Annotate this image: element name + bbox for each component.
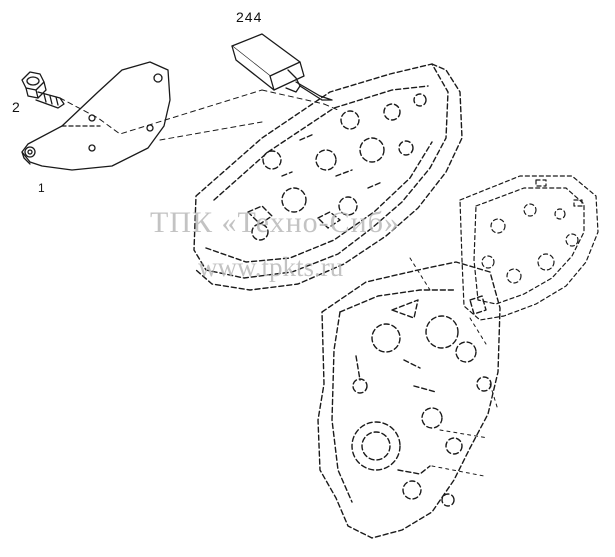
front-plate bbox=[317, 261, 501, 539]
sealant-tube-part-244 bbox=[231, 33, 333, 101]
callout-part-1: 1 bbox=[38, 181, 45, 195]
watermark-company: ТПК «Техно-Сиб» bbox=[150, 206, 400, 239]
bolt-part-2 bbox=[21, 71, 65, 109]
watermark-url: www.tpkts.ru bbox=[198, 252, 344, 282]
assembly-leader-lines bbox=[59, 89, 339, 141]
cover-plate-part-1 bbox=[21, 61, 171, 171]
callout-part-2: 2 bbox=[12, 99, 20, 115]
timing-housing bbox=[193, 63, 463, 291]
callout-part-244: 244 bbox=[236, 9, 263, 25]
housing-gasket bbox=[459, 175, 599, 321]
alignment-lines bbox=[409, 257, 499, 477]
